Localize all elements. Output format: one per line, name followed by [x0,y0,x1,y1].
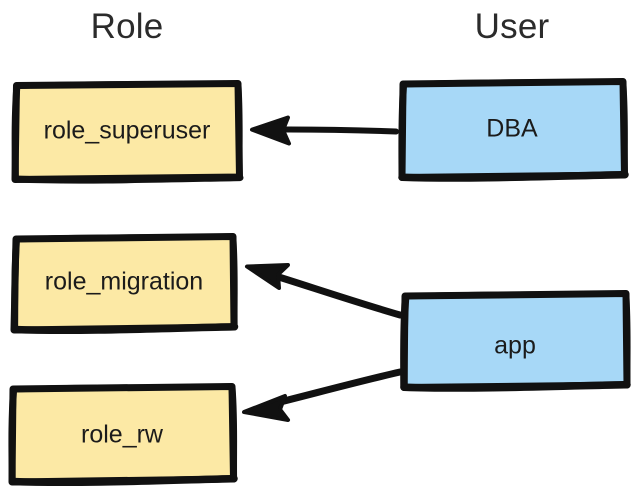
edge-app-to-role-rw-arrowhead [242,394,290,422]
node-app[interactable] [400,290,631,392]
node-dba-top-stroke [400,78,626,88]
node-role-rw[interactable] [8,383,238,487]
node-role-migration-left-stroke [11,236,20,333]
node-app-left-stroke [400,293,410,391]
node-role-migration[interactable] [10,233,239,335]
node-role-migration-bottom-stroke [10,323,239,335]
edge-app-to-role-rw-line [264,368,404,409]
node-dba-left-stroke [398,81,408,181]
edge-app-to-role-rw [242,368,404,422]
node-role-superuser-left-stroke [11,83,21,182]
edge-app-to-role-migration [245,263,404,319]
node-role-rw-bottom-stroke [8,474,238,487]
edge-app-to-role-migration-line [262,269,404,319]
edge-app-to-role-migration-arrowhead [245,263,290,290]
node-role-rw-right-stroke [228,383,238,483]
node-app-shape [400,290,631,391]
node-role-superuser-shape [11,80,243,183]
node-app-bottom-stroke [400,380,631,392]
node-role-rw-shape [8,383,237,486]
node-role-superuser-bottom-stroke [12,174,244,184]
node-dba-right-stroke [619,78,628,179]
node-dba-bottom-stroke [398,170,629,182]
edge-dba-to-role-superuser-arrowhead [250,115,291,146]
edge-dba-to-role-superuser [250,115,399,146]
node-role-superuser-top-stroke [13,80,241,89]
node-app-right-stroke [622,290,631,389]
node-role-migration-right-stroke [229,233,238,331]
node-dba[interactable] [398,78,629,182]
node-role-migration-top-stroke [13,233,236,243]
node-role-rw-left-stroke [8,386,18,485]
node-role-migration-shape [10,233,238,334]
node-app-top-stroke [402,290,629,300]
node-role-rw-top-stroke [10,383,235,393]
node-role-superuser[interactable] [11,80,244,184]
node-role-superuser-right-stroke [235,81,243,180]
node-dba-shape [398,78,628,181]
